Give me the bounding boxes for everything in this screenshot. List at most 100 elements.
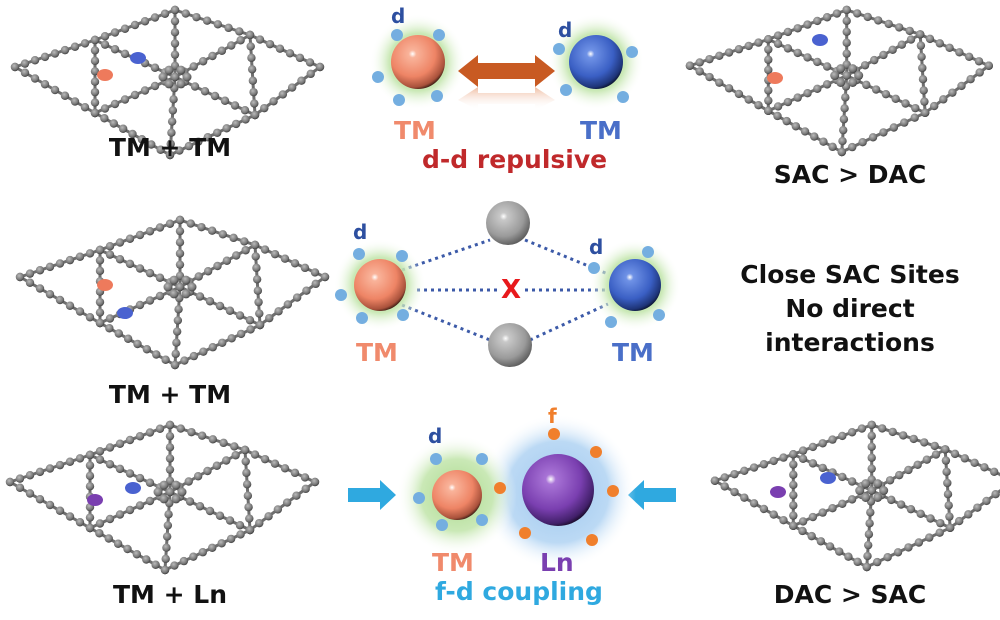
metal-site-tm-orange xyxy=(97,279,113,291)
carbon-atom xyxy=(783,97,793,107)
carbon-atom xyxy=(236,530,245,539)
carbon-atom xyxy=(948,88,957,97)
carbon-atom xyxy=(867,420,876,430)
carbon-atom xyxy=(782,116,791,126)
carbon-atom xyxy=(90,87,100,97)
carbon-atom xyxy=(685,61,695,70)
carbon-atom xyxy=(161,554,170,564)
atom-label-tm-orange: TM xyxy=(432,548,474,577)
carbon-atom xyxy=(170,561,179,570)
carbon-atom xyxy=(174,305,183,314)
carbon-atom xyxy=(889,123,899,132)
carbon-atom xyxy=(864,540,873,550)
carbon-atom xyxy=(789,450,798,459)
carbon-atom xyxy=(165,431,175,441)
carbon-atom xyxy=(874,16,883,25)
carbon-atom xyxy=(150,81,160,91)
caption-tm-ln: TM + Ln xyxy=(112,580,227,609)
carbon-atom xyxy=(957,81,966,91)
carbon-atom xyxy=(975,68,984,77)
carbon-atom xyxy=(724,48,734,57)
carbon-atom xyxy=(85,513,95,522)
carbon-atom xyxy=(170,50,180,59)
carbon-atom xyxy=(186,219,195,228)
carbon-atom xyxy=(165,465,175,474)
carbon-atom xyxy=(30,56,40,65)
carbon-atom xyxy=(290,259,300,268)
carbon-atom xyxy=(862,80,871,90)
carbon-atom xyxy=(150,63,160,72)
carbon-atom xyxy=(867,464,876,473)
carbon-atom xyxy=(123,334,133,343)
carbon-atom xyxy=(879,50,888,60)
carbon-atom xyxy=(280,254,290,263)
carbon-atom xyxy=(229,233,238,243)
lattice-structure-tm-tm-top-left xyxy=(10,5,325,160)
carbon-atom xyxy=(235,27,244,36)
carbon-atom xyxy=(793,24,802,33)
carbon-atom xyxy=(764,96,773,105)
carbon-atom xyxy=(130,90,140,100)
note-line: Close SAC Sites xyxy=(740,260,960,289)
interaction-label-dd-repulsive: d-d repulsive xyxy=(422,145,608,174)
carbon-atom xyxy=(798,517,808,526)
lattice-structure-tm-tm-middle xyxy=(15,215,330,370)
carbon-atom xyxy=(15,474,25,483)
carbon-atom xyxy=(30,74,40,83)
carbon-atom xyxy=(165,443,175,452)
carbon-atom xyxy=(292,491,301,500)
carbon-atom xyxy=(35,266,45,275)
carbon-atom xyxy=(836,64,846,74)
carbon-atom xyxy=(848,142,857,152)
carbon-atom xyxy=(808,512,818,522)
carbon-atom xyxy=(255,309,264,318)
carbon-atom xyxy=(240,106,250,115)
carbon-atom xyxy=(202,16,212,25)
carbon-atom xyxy=(180,356,189,365)
carbon-atom xyxy=(818,439,827,448)
carbon-atom xyxy=(170,16,180,26)
carbon-atom xyxy=(169,95,178,104)
electron-label-d: d xyxy=(428,424,443,448)
carbon-atom xyxy=(225,306,235,315)
carbon-atom xyxy=(867,431,876,441)
carbon-atom xyxy=(888,427,897,437)
carbon-atom xyxy=(705,54,714,64)
double-arrow-icon xyxy=(458,55,555,87)
carbon-atom xyxy=(227,41,236,50)
caption-sac-gt-dac: SAC > DAC xyxy=(773,160,927,189)
carbon-atom xyxy=(255,320,265,330)
d-electrons-left xyxy=(372,29,445,106)
carbon-atom xyxy=(822,62,832,71)
carbon-atom xyxy=(90,67,100,76)
carbon-atom xyxy=(156,145,165,154)
carbon-atom xyxy=(260,454,270,464)
carbon-atom xyxy=(110,45,120,54)
carbon-atom xyxy=(945,512,954,521)
carbon-atom xyxy=(715,51,724,61)
carbon-atom xyxy=(911,103,920,113)
carbon-atom xyxy=(118,124,128,133)
carbon-atom xyxy=(879,128,888,137)
carbon-atom xyxy=(137,135,147,144)
carbon-atom xyxy=(230,101,240,110)
carbon-atom xyxy=(813,84,822,93)
carbon-atom xyxy=(50,49,60,58)
carbon-atom xyxy=(813,57,822,67)
carbon-atom xyxy=(226,534,236,544)
carbon-atom xyxy=(95,529,104,538)
carbon-atom xyxy=(984,61,993,70)
carbon-atom xyxy=(855,486,865,496)
carbon-atom xyxy=(891,94,900,104)
carbon-atom xyxy=(173,316,183,325)
carbon-atom xyxy=(793,48,802,58)
carbon-atom xyxy=(764,106,773,116)
carbon-atom xyxy=(203,466,212,476)
carbon-atom xyxy=(945,43,954,53)
carbon-atom xyxy=(145,478,155,487)
carbon-atom xyxy=(105,242,115,251)
carbon-atom xyxy=(145,296,155,305)
carbon-atom xyxy=(189,351,199,361)
carbon-atom xyxy=(254,297,263,307)
carbon-atom xyxy=(749,499,759,508)
